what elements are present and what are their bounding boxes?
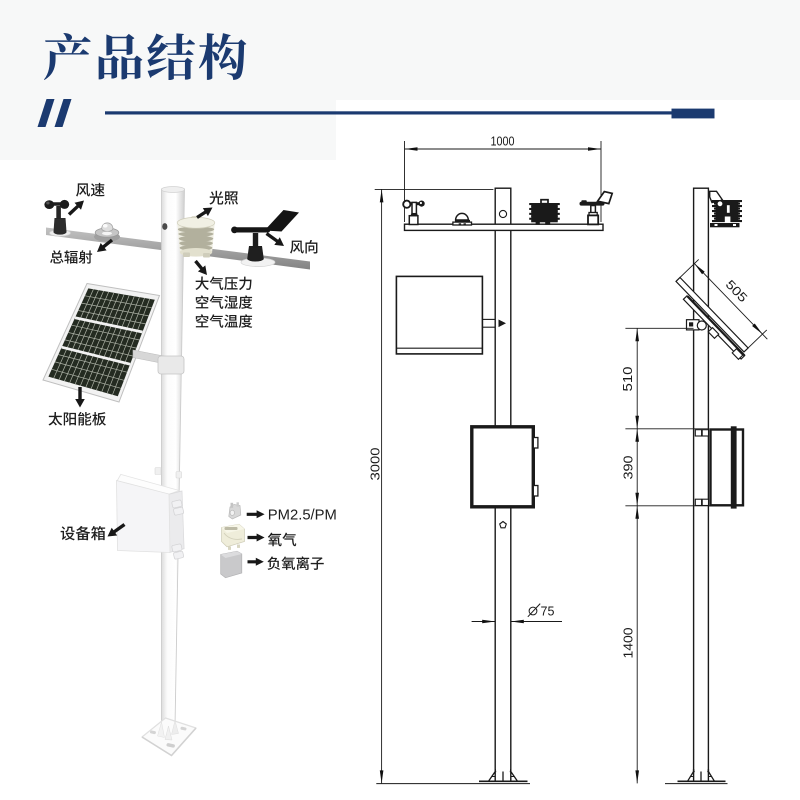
svg-text:505: 505 [723, 277, 750, 305]
svg-text:1400: 1400 [622, 627, 636, 658]
svg-text:390: 390 [622, 455, 636, 479]
svg-text:75: 75 [541, 605, 555, 619]
svg-text:510: 510 [621, 366, 635, 391]
svg-text:1000: 1000 [491, 135, 515, 149]
svg-text:PM2.5/PM: PM2.5/PM [268, 507, 337, 523]
svg-text:3000: 3000 [369, 447, 383, 480]
